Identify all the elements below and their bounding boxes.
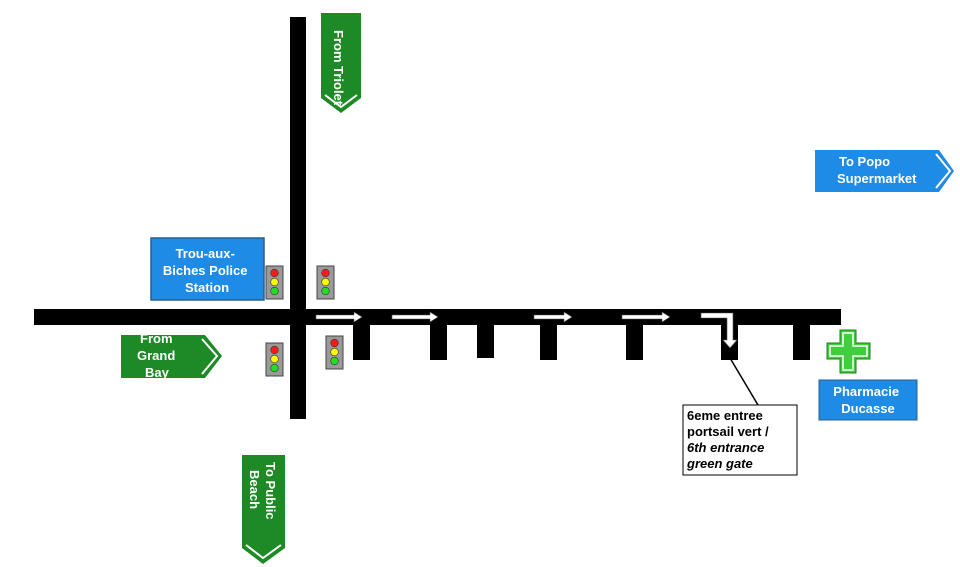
svg-text:6eme entree portsail ver: 6eme entree portsail vert / [687, 408, 769, 439]
callout-en-line2: green gate [686, 456, 753, 471]
direction-arrow-icon [315, 311, 363, 323]
callout-pointer [729, 357, 759, 406]
direction-arrow-icon [700, 312, 738, 349]
sign-from-triolet-label: From Triolet [331, 30, 346, 106]
pharmacie-line2: Ducasse [841, 401, 894, 416]
sign-to-popo-line2: Supermarket [837, 171, 917, 186]
sign-from-grand-bay: From Grand Bay [121, 331, 222, 380]
roads [34, 17, 841, 419]
direction-arrow-icon [391, 311, 439, 323]
callout-fr-line2: portsail vert / [687, 424, 769, 439]
entrance-3 [477, 318, 494, 358]
svg-text:Trou-aux- Biches Police: Trou-aux- Biches Police Station [163, 246, 251, 295]
entrance-1 [353, 318, 370, 360]
sign-from-grand-bay-line3: Bay [145, 365, 170, 380]
svg-text:Pharmacie Ducasse: Pharmacie Ducasse [833, 384, 902, 416]
pharmacy-cross-icon [826, 329, 871, 374]
route-arrows [315, 311, 738, 349]
sign-to-popo-supermarket: To Popo Supermarket [815, 150, 954, 192]
entrance-7 [793, 318, 810, 360]
police-station-box: Trou-aux- Biches Police Station [150, 237, 265, 301]
traffic-light-icon [325, 335, 344, 370]
traffic-light-icon [265, 342, 284, 377]
police-station-line2: Biches Police [163, 263, 248, 278]
entrance-callout: 6eme entree portsail vert / 6th entrance… [682, 357, 798, 476]
pharmacie-ducasse-box: Pharmacie Ducasse [818, 379, 918, 421]
svg-text:6th entrance green gate: 6th entrance green gate [686, 440, 768, 471]
cross-road [290, 17, 306, 419]
pharmacie-line1: Pharmacie [833, 384, 899, 399]
svg-text:To Popo Supermarket: To Popo Supermarket [837, 154, 917, 186]
sign-from-grand-bay-line2: Grand [137, 348, 175, 363]
sign-from-triolet: From Triolet [321, 13, 361, 113]
police-station-line1: Trou-aux- [176, 246, 235, 261]
police-station-line3: Station [185, 280, 229, 295]
callout-fr-line1: 6eme entree [687, 408, 763, 423]
entrance-4 [540, 318, 557, 360]
callout-en-line1: 6th entrance [687, 440, 764, 455]
entrance-5 [626, 318, 643, 360]
entrance-2 [430, 318, 447, 360]
sign-to-public-beach-line1: To Public [263, 462, 278, 520]
svg-text:From Grand Bay: From Grand Bay [137, 331, 179, 380]
traffic-light-icon [316, 265, 335, 300]
traffic-light-icon [265, 265, 284, 300]
sign-to-public-beach: To Public Beach [242, 455, 285, 564]
direction-arrow-icon [621, 311, 671, 323]
sign-to-public-beach-line2: Beach [247, 470, 262, 509]
sign-to-popo-line1: To Popo [839, 154, 890, 169]
direction-arrow-icon [533, 311, 573, 323]
sign-from-grand-bay-line1: From [140, 331, 173, 346]
